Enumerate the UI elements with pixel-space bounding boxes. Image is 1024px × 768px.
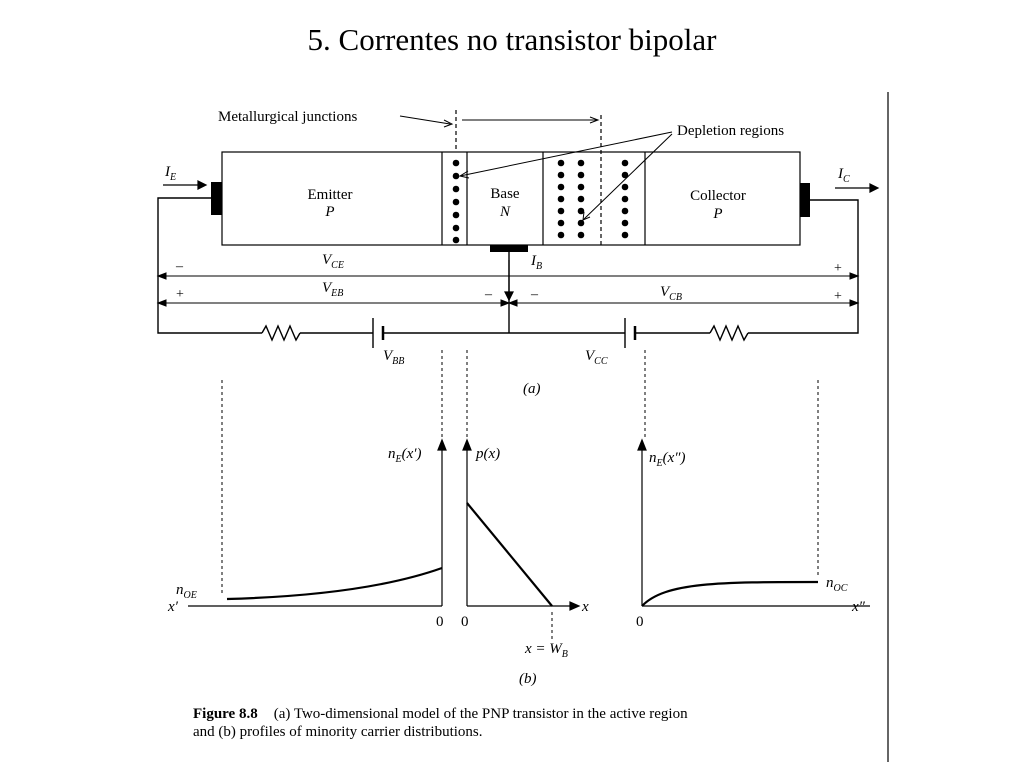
middle-xlabel: x: [581, 599, 589, 615]
ie-label: IE: [164, 164, 176, 183]
vce-minus-sign: –: [175, 259, 184, 274]
right-profile-axes: [637, 438, 870, 607]
vcb-plus-sign: +: [834, 289, 842, 304]
collector-type-label: P: [712, 206, 722, 222]
left-profile-axes: [188, 438, 447, 607]
figure-caption-text-2: and (b) profiles of minority carrier dis…: [193, 724, 483, 740]
emitter-minority-carrier-curve: [226, 566, 443, 601]
depletion-regions-label: Depletion regions: [677, 123, 784, 139]
middle-origin-label: 0: [461, 614, 469, 630]
figure-caption-label: Figure 8.8: [193, 706, 258, 722]
metallurgical-junctions-label: Metallurgical junctions: [218, 109, 357, 125]
emitter-contact: [211, 182, 222, 215]
vcb-minus-sign: –: [530, 287, 539, 302]
middle-ylabel: p(x): [475, 446, 500, 462]
vce-label: VCE: [322, 252, 344, 271]
figure-caption-line-1: Figure 8.8 (a) Two-dimensional model of t…: [193, 706, 688, 723]
base-minority-carrier-line: [466, 502, 553, 607]
left-ylabel: nE(x′): [388, 446, 422, 465]
wb-label: x = WB: [524, 641, 568, 660]
right-resistor: [709, 324, 749, 342]
base-label: Base: [490, 186, 520, 202]
veb-minus-sign: –: [484, 287, 493, 302]
base-contact: [490, 245, 528, 252]
collector-minority-carrier-curve: [641, 580, 819, 607]
annotation-arrows: [399, 115, 673, 221]
slide-title: 5. Correntes no transistor bipolar: [307, 22, 717, 57]
noc-label: nOC: [826, 575, 848, 594]
ic-label: IC: [837, 166, 850, 185]
batteries: [372, 318, 637, 348]
left-xlabel: x′: [167, 599, 179, 615]
circuit-wiring: [157, 197, 859, 342]
right-origin-label: 0: [636, 614, 644, 630]
voltage-dimension-lines: [156, 272, 860, 307]
left-origin-label: 0: [436, 614, 444, 630]
veb-plus-sign: +: [176, 287, 184, 302]
vcc-label: VCC: [585, 348, 608, 367]
figure-caption-line-2: and (b) profiles of minority carrier dis…: [193, 724, 483, 741]
figure-caption-text-1: (a) Two-dimensional model of the PNP tra…: [273, 706, 688, 722]
veb-label: VEB: [322, 280, 343, 299]
right-xlabel: x″: [851, 599, 866, 615]
base-type-label: N: [499, 204, 511, 220]
collector-contact: [800, 183, 810, 217]
left-resistor: [261, 324, 301, 342]
depletion-charges: [452, 159, 629, 244]
ib-label: IB: [530, 253, 542, 272]
sublabel-b: (b): [519, 671, 537, 687]
vcb-label: VCB: [660, 284, 682, 303]
profile-guides: [221, 350, 819, 640]
sublabel-a: (a): [523, 381, 541, 397]
vce-plus-sign: +: [834, 261, 842, 276]
emitter-type-label: P: [324, 204, 334, 220]
noe-label: nOE: [176, 582, 197, 601]
middle-profile-axes: [462, 438, 581, 611]
current-arrows: [163, 180, 880, 302]
right-ylabel: nE(x″): [649, 450, 686, 469]
collector-label: Collector: [690, 188, 746, 204]
vbb-label: VBB: [383, 348, 404, 367]
emitter-label: Emitter: [308, 187, 353, 203]
